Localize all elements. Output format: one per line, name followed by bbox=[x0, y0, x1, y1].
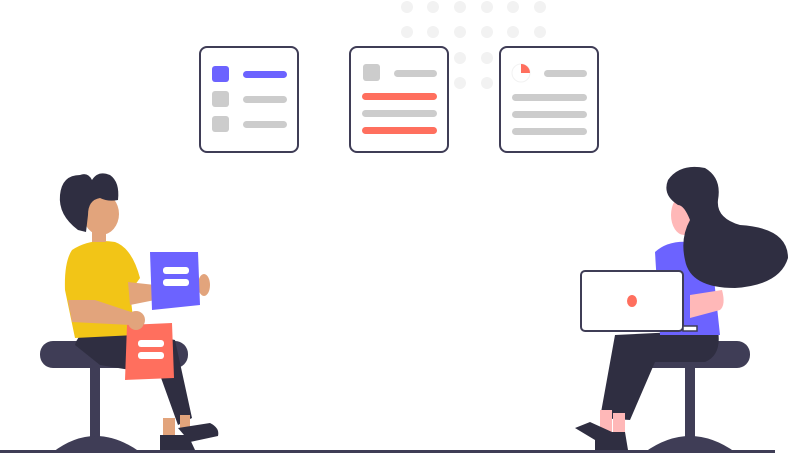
decor-dot bbox=[427, 1, 439, 13]
decor-dot bbox=[481, 52, 493, 64]
decor-dot bbox=[507, 26, 519, 38]
decor-dot bbox=[534, 1, 546, 13]
chart-bar bbox=[544, 70, 587, 77]
blue-document-icon bbox=[150, 252, 200, 310]
list-bar bbox=[243, 71, 287, 78]
decor-dot bbox=[481, 77, 493, 89]
card-list bbox=[199, 46, 299, 153]
decor-dot bbox=[454, 1, 466, 13]
man-face bbox=[83, 193, 119, 235]
text-bar bbox=[394, 70, 437, 77]
man-arm bbox=[68, 300, 140, 325]
woman-pants bbox=[600, 330, 719, 420]
laptop-icon bbox=[580, 270, 698, 332]
text-bar bbox=[362, 127, 437, 134]
laptop-logo bbox=[627, 295, 637, 307]
decor-dot bbox=[401, 1, 413, 13]
woman-figure bbox=[575, 166, 788, 450]
decor-dot bbox=[507, 1, 519, 13]
decor-dot bbox=[534, 26, 546, 38]
woman-arm bbox=[690, 290, 724, 318]
text-bar bbox=[362, 110, 437, 117]
dot-grid bbox=[401, 1, 546, 89]
woman-hair bbox=[666, 166, 788, 288]
decor-dot bbox=[454, 77, 466, 89]
card-chart bbox=[499, 46, 599, 153]
card-text bbox=[349, 46, 449, 153]
list-square bbox=[212, 116, 229, 132]
chart-bar bbox=[512, 128, 587, 135]
man-hair bbox=[59, 173, 119, 232]
orange-document-icon bbox=[125, 323, 174, 380]
text-bar bbox=[362, 93, 437, 100]
list-bar bbox=[243, 96, 287, 103]
pie-slice bbox=[521, 64, 530, 73]
man-shoe bbox=[160, 435, 195, 450]
decor-dot bbox=[454, 52, 466, 64]
list-square bbox=[212, 91, 229, 107]
floor-line bbox=[0, 450, 775, 453]
list-bar bbox=[243, 121, 287, 128]
chart-bar bbox=[512, 94, 587, 101]
decor-dot bbox=[427, 26, 439, 38]
decor-dot bbox=[481, 26, 493, 38]
man-figure bbox=[59, 173, 219, 450]
chart-bar bbox=[512, 111, 587, 118]
text-lines-icon bbox=[363, 64, 380, 81]
woman-shoe bbox=[575, 422, 628, 450]
decor-dot bbox=[454, 26, 466, 38]
decor-dot bbox=[481, 1, 493, 13]
list-icon bbox=[212, 66, 229, 82]
man-shoe bbox=[178, 423, 219, 442]
decor-dot bbox=[401, 26, 413, 38]
